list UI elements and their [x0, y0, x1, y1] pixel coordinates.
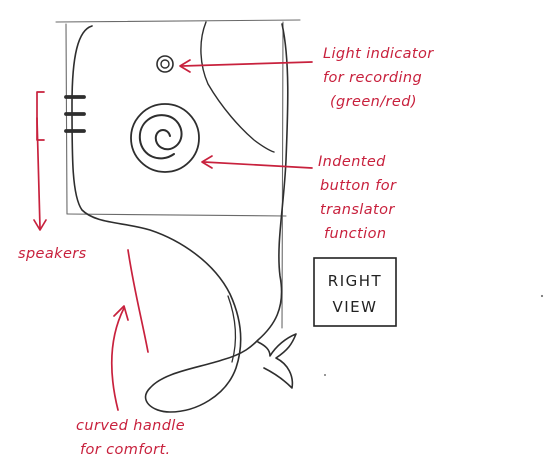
annotation-leaders: [33, 59, 313, 411]
view-label-box: RIGHT VIEW: [313, 257, 397, 327]
note-line: for recording: [323, 70, 422, 86]
view-label-line-1: RIGHT: [328, 272, 382, 290]
note-line: curved handle: [76, 418, 185, 434]
handle-indicator: [127, 249, 149, 353]
annotation-speakers: speakers: [18, 246, 87, 262]
stray-marks: [324, 294, 544, 376]
note-line: Indented: [318, 154, 386, 170]
note-line: Light indicator: [323, 46, 434, 62]
view-label-line-2: VIEW: [333, 298, 378, 316]
translator-button-icon: [130, 103, 200, 173]
note-line: (green/red): [330, 94, 417, 110]
light-indicator-icon: [156, 55, 174, 73]
annotation-light-indicator: Light indicator for recording (green/red…: [323, 46, 434, 110]
note-line: button for: [320, 178, 397, 194]
note-line: for comfort.: [80, 442, 171, 458]
note-line: speakers: [18, 246, 87, 262]
annotation-translator-button: Indented button for translator function: [318, 154, 397, 242]
note-line: function: [324, 226, 386, 242]
note-line: translator: [320, 202, 395, 218]
whale-device-outline: [71, 21, 297, 413]
speaker-slots: [64, 95, 86, 133]
annotation-handle: curved handle for comfort.: [76, 418, 185, 458]
construction-lines: [55, 19, 301, 329]
